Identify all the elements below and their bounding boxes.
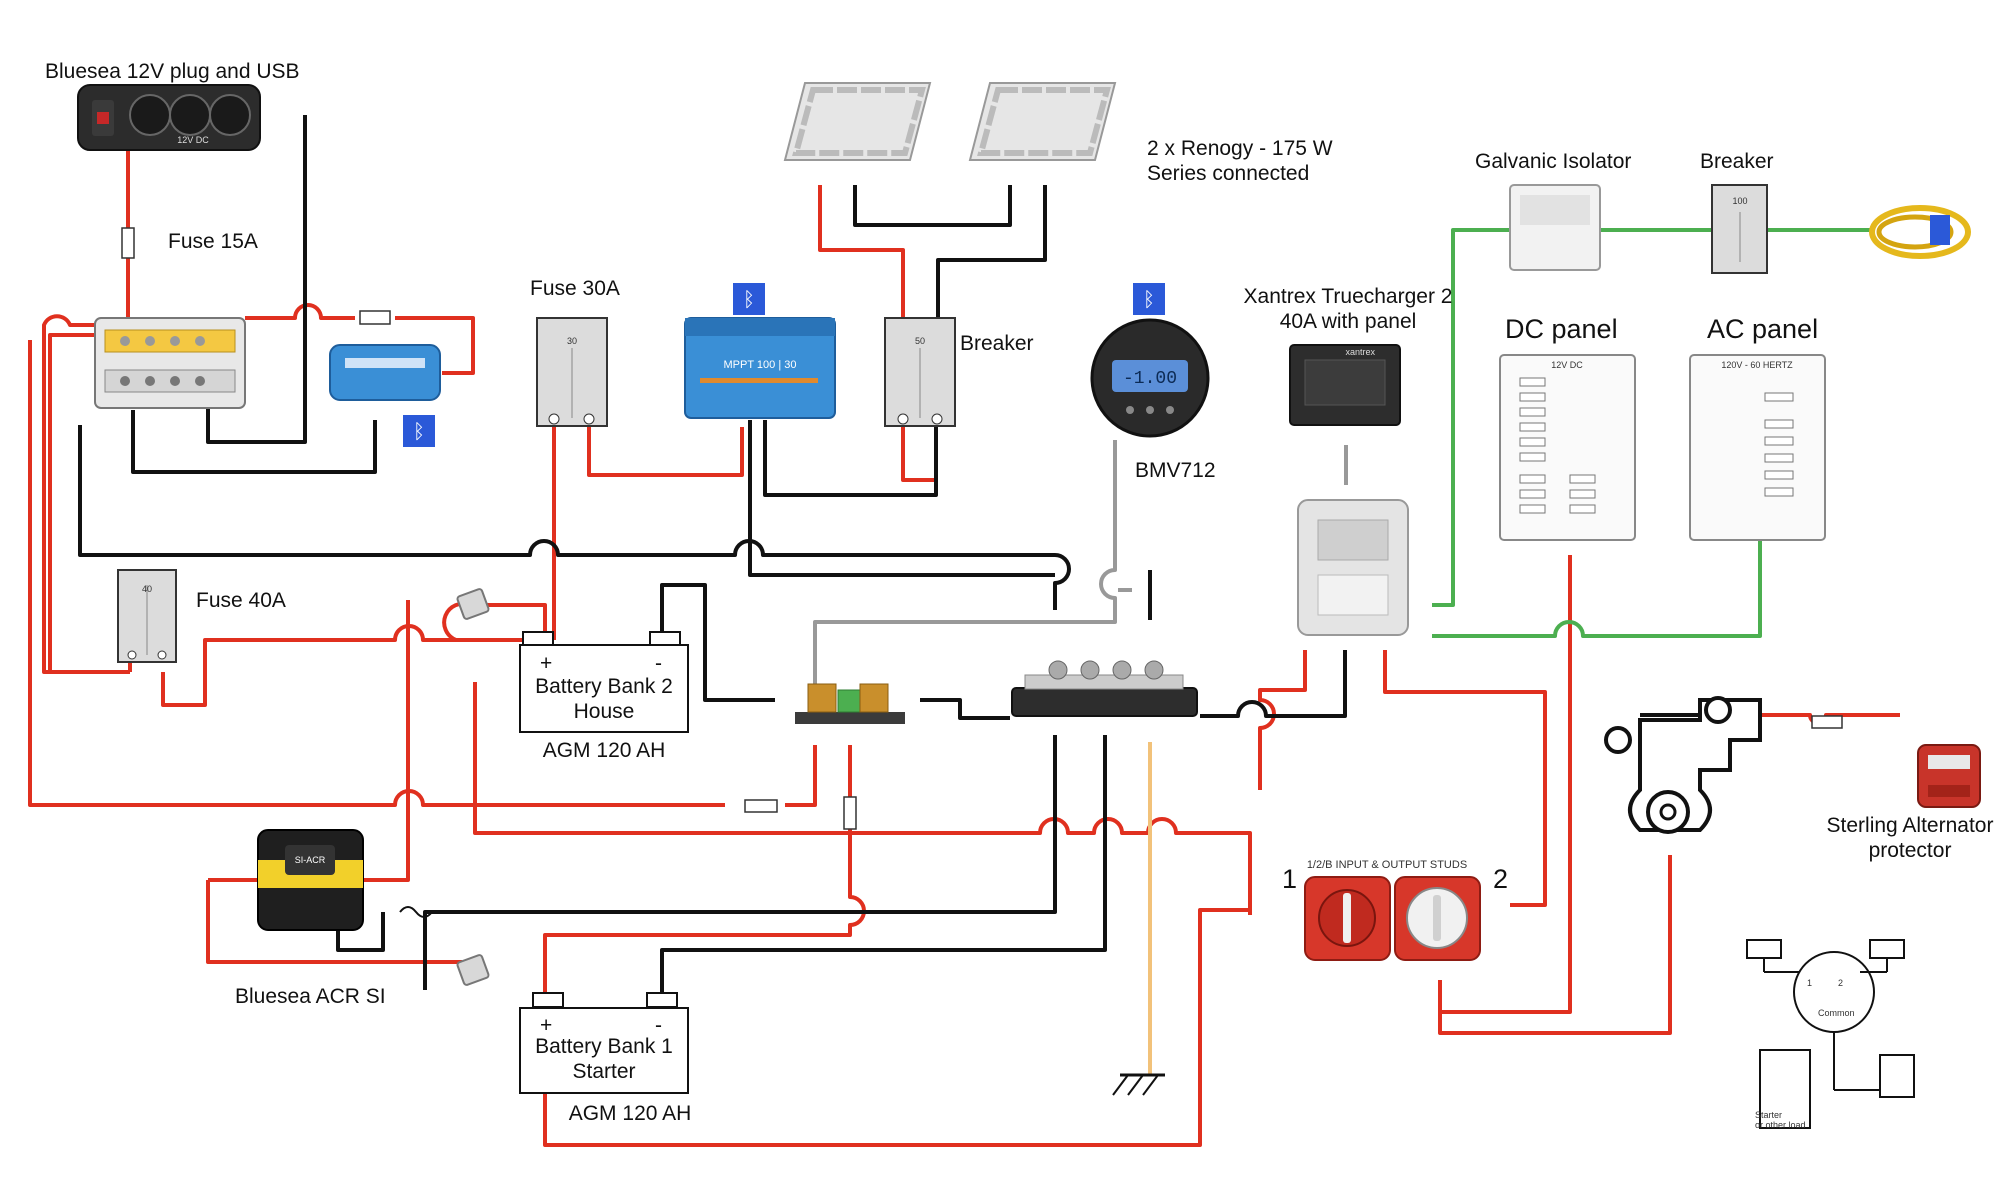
smart-relay-device bbox=[329, 344, 441, 401]
battery-house-name: Battery Bank 2 bbox=[535, 675, 673, 698]
battery-house-capacity: AGM 120 AH bbox=[543, 739, 666, 762]
ac-panel-label: AC panel bbox=[1707, 314, 1818, 344]
switch-position-1: 1 bbox=[1282, 864, 1297, 894]
usb-panel-dc-label: 12V DC bbox=[177, 135, 209, 145]
busbar-left bbox=[94, 317, 246, 409]
legend-switch-sketch bbox=[1746, 939, 1915, 1129]
battery-switch-onoff bbox=[1394, 876, 1481, 961]
ac-ground-wires bbox=[1432, 228, 1870, 638]
switch-caption: 1/2/B INPUT & OUTPUT STUDS bbox=[1307, 859, 1467, 871]
fuse-15a bbox=[121, 227, 135, 259]
legend-starter-1: Starter bbox=[1755, 1110, 1782, 1120]
xantrex-panel: xantrex bbox=[1289, 344, 1401, 426]
breaker-100: 100 bbox=[1711, 184, 1768, 274]
ac-panel: 120V - 60 HERTZ bbox=[1689, 354, 1826, 541]
ground-icon bbox=[1112, 1073, 1165, 1096]
negative-wires bbox=[78, 115, 1700, 995]
solar-panel-2 bbox=[968, 82, 1117, 161]
inline-fuse-relay bbox=[359, 310, 391, 325]
usb-panel-label: Bluesea 12V plug and USB bbox=[45, 60, 300, 83]
terminal-lug-2 bbox=[456, 954, 490, 986]
xantrex-brand: xantrex bbox=[1345, 347, 1375, 357]
bluetooth-badge-bmv: ᛒ bbox=[1133, 283, 1165, 315]
usb-socket-icon bbox=[169, 94, 211, 136]
xantrex-charger bbox=[1297, 499, 1409, 636]
battery-house-role: House bbox=[574, 700, 635, 723]
fuse-15a-label: Fuse 15A bbox=[168, 230, 258, 253]
dc-panel: 12V DC bbox=[1499, 354, 1636, 541]
battery-house-plus: + bbox=[540, 652, 552, 675]
mppt-model: MPPT 100 | 30 bbox=[724, 359, 797, 371]
sterling-fuse bbox=[1811, 715, 1843, 729]
xantrex-label-line2: 40A with panel bbox=[1280, 310, 1417, 333]
sterling-protector bbox=[1917, 744, 1981, 808]
dc-panel-header: 12V DC bbox=[1551, 360, 1583, 370]
solar-label-line2: Series connected bbox=[1147, 162, 1309, 185]
fuse-30a: 30 bbox=[536, 317, 608, 427]
battery-house: + - Battery Bank 2 House AGM 120 AH bbox=[519, 631, 689, 762]
shore-power-cord-icon bbox=[1869, 205, 1971, 259]
bluetooth-icon: ᛒ bbox=[413, 419, 425, 443]
fuse-30-value: 30 bbox=[567, 336, 577, 346]
battery-house-minus: - bbox=[655, 652, 662, 675]
battery-starter-name: Battery Bank 1 bbox=[535, 1035, 673, 1058]
battery-starter: + - Battery Bank 1 Starter AGM 120 AH bbox=[519, 992, 692, 1125]
battery-starter-role: Starter bbox=[572, 1060, 635, 1083]
fuse-40a: 40 bbox=[117, 569, 177, 663]
shunt-fuse-horizontal bbox=[744, 799, 778, 813]
ac-panel-header: 120V - 60 HERTZ bbox=[1721, 360, 1793, 370]
solar-panel-1 bbox=[783, 82, 932, 161]
breaker-ac-label: Breaker bbox=[1700, 150, 1774, 173]
sterling-label-line2: protector bbox=[1869, 839, 1952, 862]
battery-starter-capacity: AGM 120 AH bbox=[569, 1102, 692, 1125]
alternator-engine-icon bbox=[1604, 696, 1762, 834]
bmv-label: BMV712 bbox=[1135, 459, 1216, 482]
legend-pos-1: 1 bbox=[1807, 978, 1812, 988]
galvanic-label: Galvanic Isolator bbox=[1475, 150, 1631, 173]
acr-fuse-icon bbox=[399, 906, 433, 918]
negative-busbar bbox=[1011, 660, 1198, 717]
mppt-controller: MPPT 100 | 30 bbox=[684, 317, 836, 419]
battery-switch-selector bbox=[1304, 876, 1391, 961]
plug-socket-icon bbox=[129, 94, 171, 136]
bmv712-monitor: -1.00 bbox=[1090, 318, 1210, 438]
bluetooth-icon: ᛒ bbox=[743, 287, 755, 311]
legend-starter-2: or other load bbox=[1755, 1120, 1806, 1130]
bluetooth-badge-mppt: ᛒ bbox=[733, 283, 765, 315]
usb-socket-icon bbox=[209, 94, 251, 136]
fuse-30a-label: Fuse 30A bbox=[530, 277, 620, 300]
switch-position-2: 2 bbox=[1493, 864, 1508, 894]
battery-starter-plus: + bbox=[540, 1014, 552, 1037]
fuse-40a-label: Fuse 40A bbox=[196, 589, 286, 612]
bluetooth-badge-relay: ᛒ bbox=[403, 415, 435, 447]
shunt-fuse-vertical bbox=[843, 796, 857, 830]
data-wires bbox=[813, 440, 1348, 690]
bmv-reading: -1.00 bbox=[1123, 369, 1177, 389]
legend-pos-2: 2 bbox=[1838, 978, 1843, 988]
terminal-lug-1 bbox=[456, 588, 490, 620]
acr-label: SI-ACR bbox=[295, 855, 326, 865]
xantrex-label-line1: Xantrex Truecharger 2 bbox=[1244, 285, 1453, 308]
galvanic-isolator bbox=[1509, 184, 1601, 271]
bluetooth-icon: ᛒ bbox=[1143, 287, 1155, 311]
breaker-50: 50 bbox=[884, 317, 956, 427]
solar-label-line1: 2 x Renogy - 175 W bbox=[1147, 137, 1333, 160]
breaker-50-value: 50 bbox=[915, 336, 925, 346]
fuse-40-value: 40 bbox=[142, 584, 152, 594]
acr-relay: SI-ACR bbox=[257, 829, 364, 931]
usb-plug-panel: 12V DC bbox=[77, 84, 261, 151]
legend-common: Common bbox=[1818, 1008, 1855, 1018]
breaker-solar-label: Breaker bbox=[960, 332, 1034, 355]
dc-panel-label: DC panel bbox=[1505, 314, 1618, 344]
breaker-100-value: 100 bbox=[1732, 196, 1747, 206]
battery-starter-minus: - bbox=[655, 1014, 662, 1037]
acr-title: Bluesea ACR SI bbox=[235, 985, 386, 1008]
shunt bbox=[795, 683, 905, 724]
sterling-label-line1: Sterling Alternator bbox=[1827, 814, 1994, 837]
